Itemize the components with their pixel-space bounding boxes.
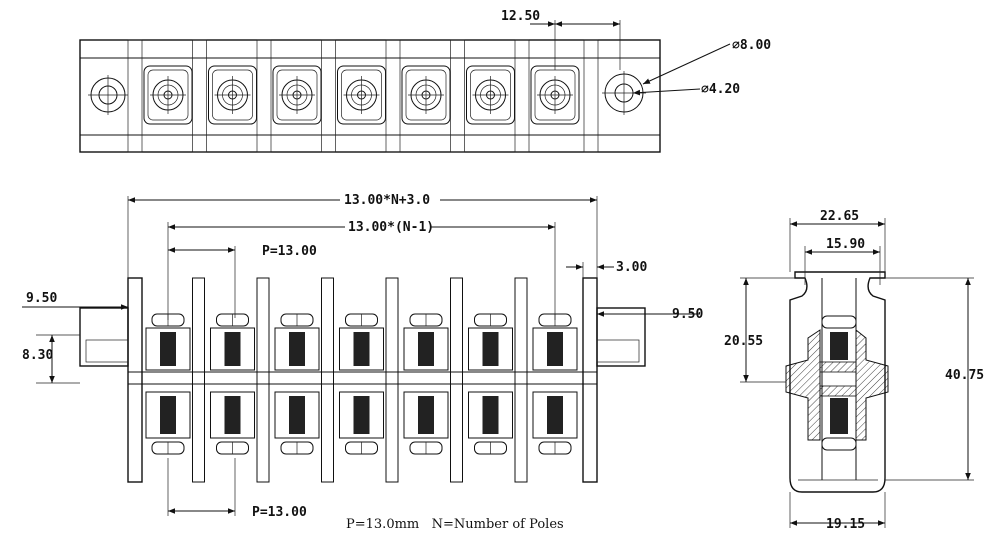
left-end-post [127, 277, 143, 483]
front-view-poles [145, 277, 578, 483]
top-pole [514, 39, 580, 153]
overall-length-label: 13.00*N+3.0 [344, 193, 430, 208]
right-end-post [582, 277, 598, 483]
front-pole [514, 277, 578, 483]
flange-height-label: 8.30 [22, 348, 53, 363]
front-pole [321, 277, 384, 483]
front-pole [192, 277, 255, 483]
pitch-dimension-label: 12.50 [501, 9, 540, 24]
top-width-label: 22.65 [820, 209, 859, 224]
left-mounting-hole [88, 75, 128, 115]
top-view-body [79, 39, 661, 153]
top-pole [256, 39, 322, 153]
front-view: 13.00*N+3.0 13.00*(N-1) P=13.00 3.00 9.5… [22, 193, 703, 520]
pitch-bottom-label: P=13.00 [252, 505, 307, 520]
pitch-top-label: P=13.00 [262, 244, 317, 259]
center-span-label: 13.00*(N-1) [348, 220, 434, 235]
top-pole [385, 39, 451, 153]
front-pole [145, 313, 191, 455]
left-flange [79, 307, 129, 367]
top-pole [192, 39, 257, 153]
left-flange-label: 9.50 [26, 291, 57, 306]
top-pole [321, 39, 386, 153]
top-pole [450, 39, 515, 153]
side-view: 22.65 15.90 20.55 40.75 19.15 [724, 209, 984, 532]
side-view-body [789, 271, 886, 493]
outer-diameter-label: ⌀8.00 [732, 38, 771, 53]
total-height-label: 40.75 [945, 368, 984, 383]
right-flange [596, 307, 646, 367]
barrier-width-label: 3.00 [616, 260, 647, 275]
upper-height-label: 20.55 [724, 334, 763, 349]
front-pole [256, 277, 320, 483]
hole-diameter-label: ⌀4.20 [701, 82, 740, 97]
side-top-screw-head [821, 315, 857, 329]
footnote: P=13.0mm N=Number of Poles [346, 517, 564, 532]
top-view-poles [127, 39, 599, 153]
base-width-label: 19.15 [826, 517, 865, 532]
top-view: 12.50 ⌀8.00 ⌀4.20 [79, 9, 771, 153]
side-bottom-screw-head [821, 437, 857, 451]
inner-width-label: 15.90 [826, 237, 865, 252]
front-pole [385, 277, 449, 483]
right-flange-label: 9.50 [672, 307, 703, 322]
front-pole [450, 277, 513, 483]
top-pole [127, 39, 193, 153]
